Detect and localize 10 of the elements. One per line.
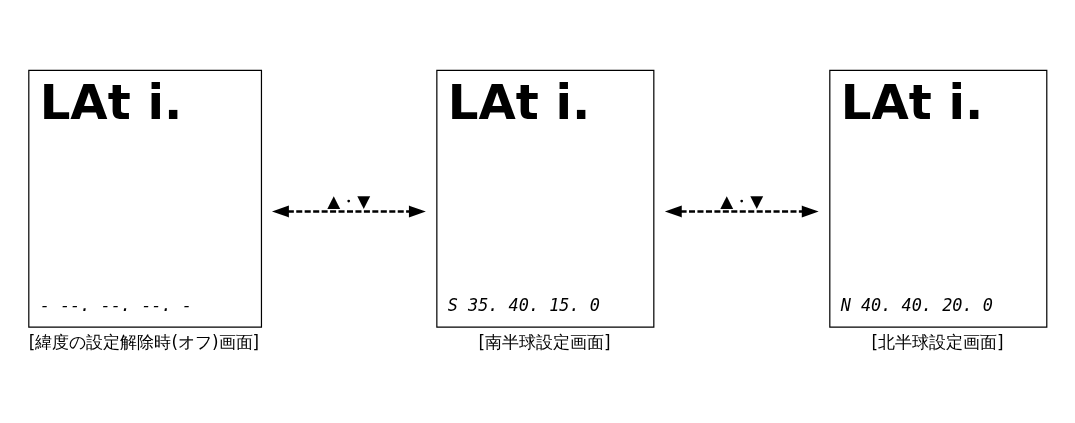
arrow [664, 205, 819, 218]
node-box: LAt i. S 35. 40. 15. 0 [436, 69, 655, 328]
edge-label: ▲・▼ [720, 190, 764, 211]
edge-label: ▲・▼ [327, 190, 371, 211]
node-label: [緯度の設定解除時(オフ)画面] [28, 331, 260, 352]
node-box: LAt i. N 40. 40. 20. 0 [829, 69, 1048, 328]
node-label: [南半球設定画面] [478, 331, 611, 352]
node-box: LAt i. - --. --. --. - [28, 69, 263, 328]
arrow [272, 205, 426, 218]
node-label: [北半球設定画面] [871, 331, 1004, 352]
